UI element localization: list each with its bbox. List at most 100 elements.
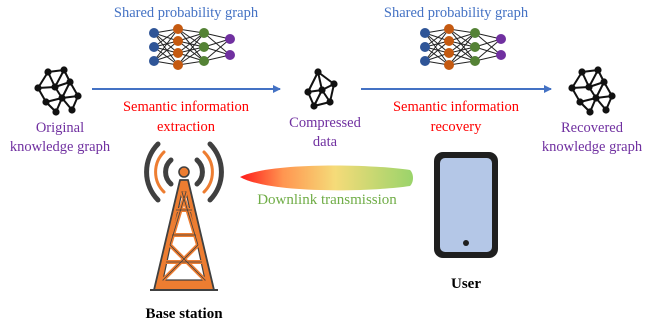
graph-node: [600, 78, 608, 86]
graph-node: [592, 94, 600, 102]
recovery-label-line1: Semantic information: [393, 99, 520, 115]
graph-node: [44, 68, 52, 76]
left-network-title: Shared probability graph: [114, 5, 259, 21]
graph-node: [586, 108, 594, 116]
graph-node: [66, 78, 74, 86]
graph-node: [326, 98, 334, 106]
nn-edge: [448, 28, 476, 62]
nn-edge: [474, 38, 502, 62]
graph-node: [568, 84, 576, 92]
nn-edge: [153, 40, 179, 62]
nn-node: [420, 42, 430, 52]
graph-node: [310, 102, 318, 110]
nn-edge: [448, 32, 476, 54]
nn-node: [173, 24, 183, 34]
nn-edge: [448, 28, 476, 48]
graph-edge: [307, 71, 319, 93]
nn-edge: [153, 32, 179, 54]
nn-node: [470, 42, 480, 52]
nn-edge: [448, 32, 476, 66]
nn-node: [173, 48, 183, 58]
nn-node: [149, 56, 159, 66]
compressed-label-line1: Compressed: [289, 115, 361, 131]
nn-edge: [177, 46, 205, 66]
nn-node: [199, 28, 209, 38]
nn-node: [444, 24, 454, 34]
recovery-label-line2: recovery: [431, 119, 482, 135]
nn-node: [420, 56, 430, 66]
extraction-label-line2: extraction: [157, 119, 216, 135]
right-network-title: Shared probability graph: [384, 5, 529, 21]
recovered-knowledge-graph-icon: [568, 66, 616, 116]
graph-node: [42, 98, 50, 106]
nn-edge: [153, 28, 179, 62]
nn-node: [444, 36, 454, 46]
nn-node: [199, 42, 209, 52]
nn-node: [496, 50, 506, 60]
original-knowledge-graph-icon: [34, 66, 82, 116]
nn-edge: [177, 28, 205, 48]
graph-node: [58, 94, 66, 102]
graph-node: [314, 68, 322, 76]
nn-edge: [203, 38, 231, 62]
nn-node: [225, 50, 235, 60]
nn-edge: [177, 28, 205, 62]
nn-node: [149, 42, 159, 52]
base-station-label: Base station: [145, 306, 223, 322]
graph-node: [74, 92, 82, 100]
nn-node: [225, 34, 235, 44]
nn-edge: [424, 32, 450, 66]
downlink-beam: [240, 165, 413, 191]
nn-node: [470, 28, 480, 38]
user-phone-icon: [434, 152, 498, 258]
nn-edge: [153, 32, 179, 66]
nn-edge: [448, 40, 476, 62]
nn-node: [173, 60, 183, 70]
nn-node: [420, 28, 430, 38]
user-label: User: [451, 276, 481, 292]
right-neural-network-icon: [420, 24, 506, 70]
nn-edge: [424, 40, 450, 62]
nn-node: [470, 56, 480, 66]
nn-node: [173, 36, 183, 46]
nn-edge: [474, 32, 502, 56]
compressed-label-line2: data: [313, 134, 338, 150]
nn-edge: [203, 32, 231, 56]
recovered-graph-label-line1: Recovered: [561, 120, 624, 136]
graph-node: [60, 66, 68, 74]
nn-edge: [448, 46, 476, 66]
nn-node: [444, 48, 454, 58]
nn-node: [199, 56, 209, 66]
graph-node: [318, 86, 326, 94]
extraction-label-line1: Semantic information: [123, 99, 250, 115]
graph-node: [51, 83, 59, 91]
nn-node: [496, 34, 506, 44]
compressed-data-graph-icon: [304, 68, 338, 110]
original-graph-label-line1: Original: [36, 120, 84, 136]
nn-edge: [177, 40, 205, 62]
left-neural-network-icon: [149, 24, 235, 70]
nn-node: [444, 60, 454, 70]
graph-node: [576, 98, 584, 106]
graph-node: [52, 108, 60, 116]
graph-node: [594, 66, 602, 74]
graph-node: [34, 84, 42, 92]
graph-node: [608, 92, 616, 100]
nn-edge: [177, 32, 205, 54]
downlink-label: Downlink transmission: [257, 192, 397, 208]
graph-node: [578, 68, 586, 76]
nn-node: [149, 28, 159, 38]
recovered-graph-label-line2: knowledge graph: [542, 139, 643, 155]
graph-node: [330, 80, 338, 88]
original-graph-label-line2: knowledge graph: [10, 139, 111, 155]
nn-edge: [424, 28, 450, 62]
graph-node: [68, 106, 76, 114]
graph-node: [304, 88, 312, 96]
nn-edge: [177, 32, 205, 66]
graph-node: [585, 83, 593, 91]
graph-node: [602, 106, 610, 114]
nn-edge: [424, 32, 450, 54]
base-station-tower-icon: [144, 141, 224, 291]
